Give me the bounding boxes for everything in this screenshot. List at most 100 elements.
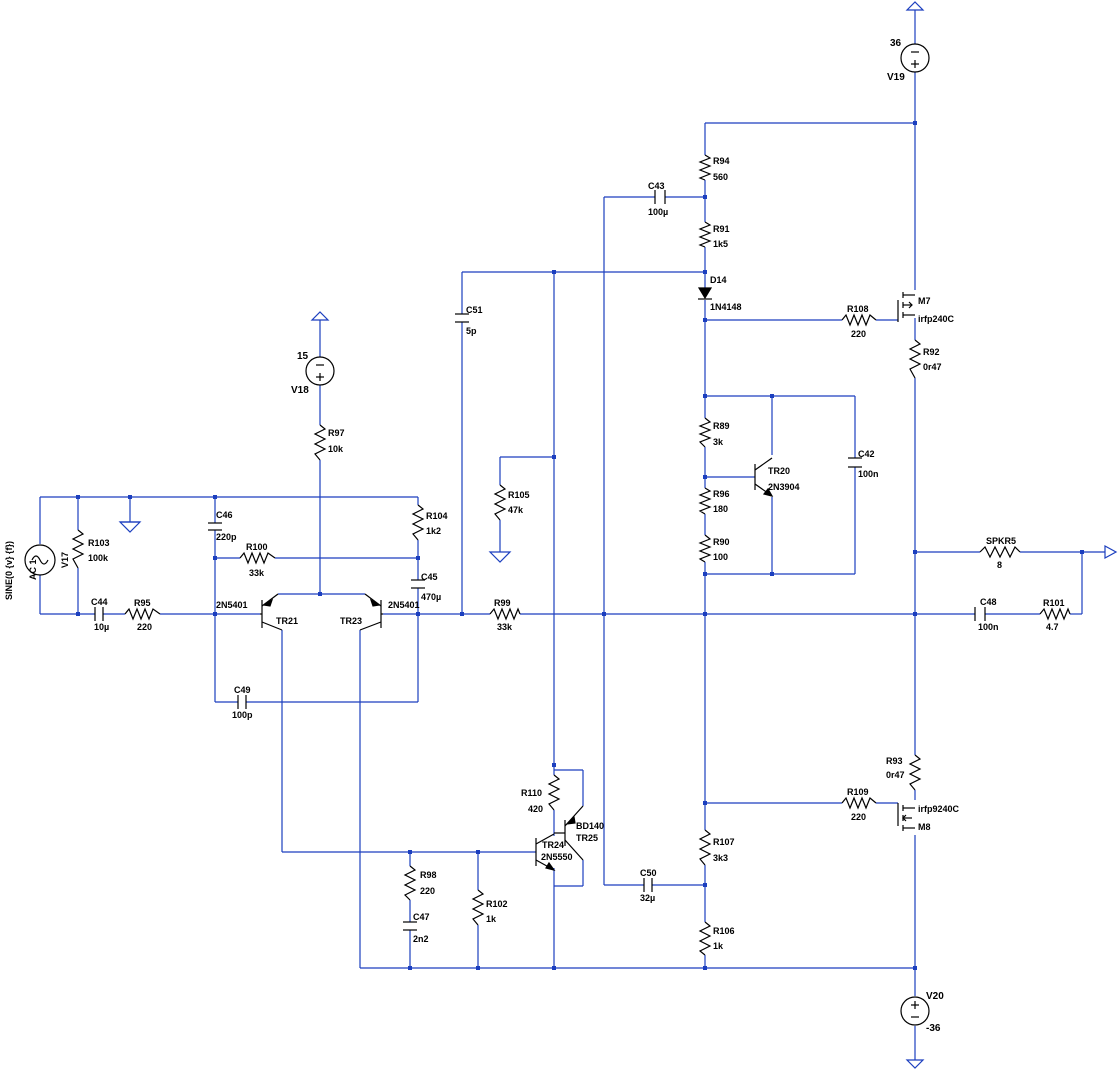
label-C49-name: C49 [234,685,251,695]
power-symbols [118,1,1118,1069]
label-C46-name: C46 [216,510,233,520]
resistor-R93[interactable]: R93 0r47 [886,754,922,791]
bjt-TR24[interactable]: TR24 2N5550 [535,833,573,871]
label-C51-name: C51 [466,305,483,315]
label-R103-value: 100k [88,553,109,563]
label-R104-value: 1k2 [426,526,441,536]
label-R96-value: 180 [713,504,728,514]
label-R90-name: R90 [713,537,730,547]
label-C43-value: 100µ [648,207,668,217]
label-TR23-name: TR23 [340,616,362,626]
label-R100-value: 33k [249,568,265,578]
resistor-R103[interactable]: R103 100k [71,529,110,569]
capacitor-C43[interactable]: C43 100µ [648,181,668,217]
source-V19[interactable]: 36 V19 [887,38,930,83]
label-C47-name: C47 [413,912,430,922]
label-V20-name: V20 [926,991,944,1002]
label-V19-name: V19 [887,72,905,83]
capacitor-C48[interactable]: C48 100n [974,597,999,632]
resistor-R102[interactable]: R102 1k [471,889,508,926]
label-R105-value: 47k [508,505,524,515]
label-V20-value: -36 [926,1023,941,1034]
source-V18[interactable]: 15 V18 [291,351,335,396]
label-R100-name: R100 [246,542,268,552]
label-R99-value: 33k [497,622,513,632]
wires [39,10,1105,1060]
supply-up-arrow-icon [310,311,330,321]
resistor-R107[interactable]: R107 3k3 [698,829,735,866]
capacitor-C42[interactable]: C42 100n [848,449,879,479]
capacitor-C44[interactable]: C44 10µ [91,597,109,632]
label-R106-value: 1k [713,941,724,951]
resistor-R95[interactable]: R95 220 [124,598,161,632]
label-C42-value: 100n [858,469,879,479]
label-TR20-name: TR20 [768,466,790,476]
bjt-TR21[interactable]: 2N5401 TR21 [216,593,298,631]
resistor-R109[interactable]: R109 220 [841,787,877,822]
label-R93-value: 0r47 [886,770,905,780]
label-C51-value: 5p [466,326,477,336]
label-C50-name: C50 [640,868,657,878]
resistor-R104[interactable]: R104 1k2 [411,504,448,541]
label-C48-value: 100n [978,622,999,632]
mosfet-M7[interactable]: M7 irfp240C [897,292,955,324]
source-V17[interactable]: AC 1 SINE(0 {v} {f}) V17 [4,541,70,600]
resistor-R105[interactable]: R105 47k [493,484,530,521]
label-R90-value: 100 [713,552,728,562]
resistor-R110[interactable]: R110 420 [521,774,561,814]
bjt-TR23[interactable]: 2N5401 TR23 [340,593,420,631]
resistor-R101[interactable]: R101 4.7 [1039,598,1071,632]
label-C44-name: C44 [91,597,108,607]
resistor-R106[interactable]: R106 1k [698,921,735,956]
resistor-R108[interactable]: R108 220 [841,304,877,339]
label-M7-value: irfp240C [918,314,955,324]
resistor-R99[interactable]: R99 33k [489,598,521,632]
label-R96-name: R96 [713,489,730,499]
label-R89-value: 3k [713,437,724,447]
label-R89-name: R89 [713,421,730,431]
label-R101-name: R101 [1043,598,1065,608]
label-R106-name: R106 [713,926,735,936]
label-R94-name: R94 [713,156,730,166]
bjt-TR20[interactable]: TR20 2N3904 [754,457,800,497]
label-R104-name: R104 [426,511,448,521]
resistor-R98[interactable]: R98 220 [403,865,437,901]
label-R108-value: 220 [851,329,866,339]
resistor-R96[interactable]: R96 180 [698,487,730,515]
supply-down-arrow-icon [905,1059,925,1069]
capacitor-C45[interactable]: C45 470µ [411,572,441,602]
label-V19-value: 36 [890,38,902,49]
label-V17-name: V17 [60,552,70,568]
capacitor-C50[interactable]: C50 32µ [640,868,657,903]
label-TR21-name: TR21 [276,616,298,626]
label-R102-name: R102 [486,899,508,909]
label-R98-name: R98 [420,870,437,880]
capacitor-C49[interactable]: C49 100p [232,685,253,720]
label-R93-name: R93 [886,756,903,766]
label-R101-value: 4.7 [1046,622,1059,632]
capacitor-C46[interactable]: C46 220p [208,510,237,542]
label-R92-name: R92 [923,347,940,357]
label-D14-name: D14 [710,275,727,285]
capacitor-C51[interactable]: C51 5p [455,305,483,336]
resistor-R89[interactable]: R89 3k [698,417,730,448]
resistor-R97[interactable]: R97 10k [313,424,345,461]
resistor-R92[interactable]: R92 0r47 [908,339,942,379]
diode-D14[interactable]: D14 1N4148 [697,275,742,312]
bjt-TR25[interactable]: BD140 TR25 [554,805,604,861]
label-C48-name: C48 [980,597,997,607]
label-R91-name: R91 [713,224,730,234]
resistor-R100[interactable]: R100 33k [239,542,276,578]
capacitor-C47[interactable]: C47 2n2 [403,912,430,944]
label-R110-value: 420 [528,804,543,814]
mosfet-M8[interactable]: irfp9240C M8 [897,803,960,832]
label-V17-line1: AC 1 [28,559,38,580]
source-V20[interactable]: V20 -36 [900,991,944,1034]
resistor-SPKR5[interactable]: SPKR5 8 [979,536,1021,570]
resistor-R90[interactable]: R90 100 [698,534,730,563]
ground-icon [488,551,512,563]
resistor-R94[interactable]: R94 560 [698,154,730,182]
resistor-R91[interactable]: R91 1k5 [698,221,730,249]
label-V17-line2: SINE(0 {v} {f}) [4,541,14,600]
label-R102-value: 1k [486,914,497,924]
